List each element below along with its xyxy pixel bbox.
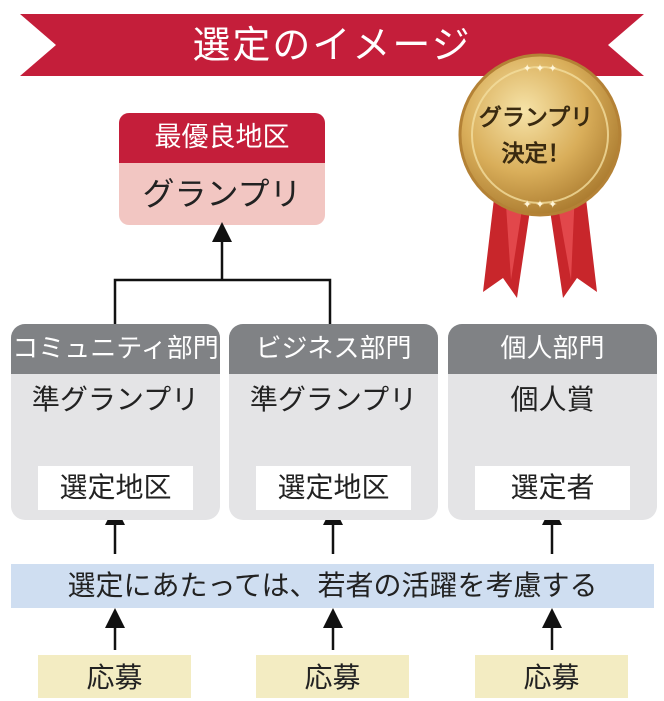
panel-business: ビジネス部門 準グランプリ 選定地区 — [229, 324, 438, 520]
panel-header: 個人部門 — [448, 324, 657, 374]
panel-header: コミュニティ部門 — [11, 324, 220, 374]
application-box: 応募 — [475, 655, 628, 698]
consideration-note: 選定にあたっては、若者の活躍を考慮する — [11, 564, 654, 608]
panel-selection: 選定地区 — [256, 466, 411, 510]
medal-icon: ✦ ✦ ✦ ✦ ✦ ✦ — [458, 53, 622, 298]
grand-prix-label: グランプリ — [119, 163, 325, 225]
panel-community: コミュニティ部門 準グランプリ 選定地区 — [11, 324, 220, 520]
panel-selection: 選定地区 — [38, 466, 193, 510]
svg-text:✦ ✦ ✦: ✦ ✦ ✦ — [523, 198, 558, 211]
panel-individual: 個人部門 個人賞 選定者 — [448, 324, 657, 520]
grand-prix-header: 最優良地区 — [119, 113, 325, 163]
grand-prix-box: 最優良地区 グランプリ — [119, 113, 325, 225]
banner-ribbon — [20, 14, 644, 76]
panel-award: 準グランプリ — [249, 383, 418, 416]
panel-award: 個人賞 — [510, 383, 595, 416]
medal-line-1: グランプリ — [478, 104, 594, 131]
panel-header: ビジネス部門 — [229, 324, 438, 374]
application-box: 応募 — [256, 655, 409, 698]
banner-title: 選定のイメージ — [192, 23, 472, 67]
merge-line — [113, 278, 332, 324]
medal-line-2: 決定！ — [501, 140, 571, 167]
panel-selection: 選定者 — [475, 466, 630, 510]
medal-text: グランプリ 決定！ — [473, 100, 599, 172]
svg-text:✦ ✦ ✦: ✦ ✦ ✦ — [523, 62, 558, 75]
panel-award: 準グランプリ — [31, 383, 200, 416]
application-box: 応募 — [38, 655, 191, 698]
